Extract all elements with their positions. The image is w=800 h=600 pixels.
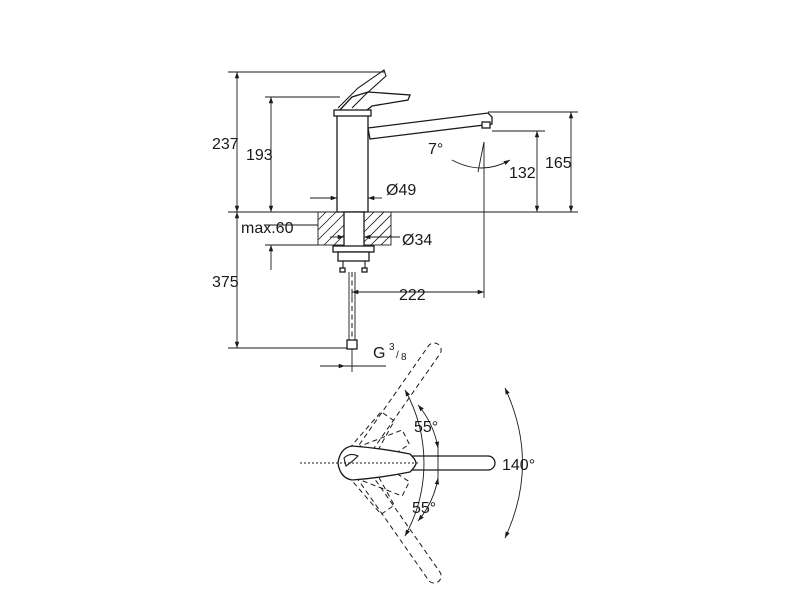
- dim-max-deck: max.60: [241, 220, 294, 237]
- swivel-outline-upper: [343, 342, 442, 474]
- dim-spout-angle: 7°: [428, 141, 443, 158]
- dim-connection-frac-num: 3: [389, 342, 395, 353]
- dim-total-height: 237: [212, 136, 239, 153]
- dim-outlet-height: 132: [509, 165, 536, 182]
- dim-below-deck: 375: [212, 274, 239, 291]
- mounting-nut: [337, 251, 370, 262]
- dim-hole-diameter: Ø34: [402, 232, 432, 249]
- hose-fitting: [346, 339, 358, 350]
- body-top-cap: [333, 109, 372, 117]
- plan-lever-detail: [343, 453, 359, 467]
- dim-body-diameter: Ø49: [386, 182, 416, 199]
- plan-view: 55° 55° 140°: [300, 342, 535, 584]
- dim-spout-height: 193: [246, 147, 273, 164]
- mounting-bolt-right: [361, 267, 368, 273]
- faucet-body: [336, 112, 369, 213]
- dim-connection-frac-den: 8: [401, 352, 407, 363]
- extension-lines: [228, 71, 578, 349]
- mounting-shank: [343, 211, 365, 249]
- dim-outlet-max: 165: [545, 155, 572, 172]
- mounting-bolt-left: [339, 267, 346, 273]
- spout-aerator: [481, 121, 491, 129]
- dim-connection-thread: G: [373, 345, 385, 362]
- swivel-outline-upper-mid: [348, 429, 411, 476]
- plan-angle-upper: 55°: [414, 419, 438, 436]
- plan-angle-lower: 55°: [412, 500, 436, 517]
- mounting-plate: [332, 245, 375, 253]
- swivel-outline-lower: [343, 452, 442, 584]
- dimension-lines: [234, 72, 574, 369]
- side-view: 237 193 165 132 7° Ø49 Ø34 max.60 375 22…: [212, 69, 578, 372]
- plan-angle-total: 140°: [502, 457, 535, 474]
- dim-connection-frac-slash: /: [396, 350, 399, 361]
- lever-raised-outline: [337, 69, 387, 109]
- dim-spout-reach: 222: [399, 287, 426, 304]
- spout: [367, 112, 493, 140]
